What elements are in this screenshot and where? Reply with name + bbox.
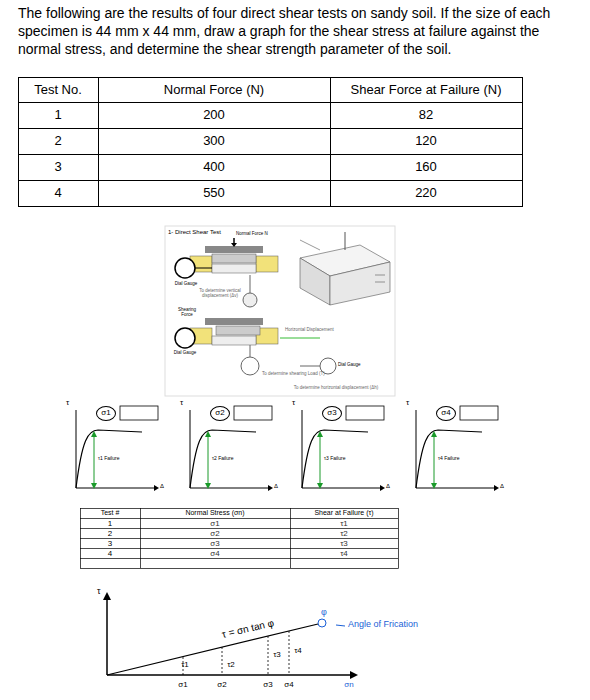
table-header: Test No. bbox=[18, 82, 98, 98]
axis-label: τ bbox=[292, 398, 302, 408]
table-cell: 220 bbox=[330, 185, 522, 201]
problem-statement: The following are the results of four di… bbox=[18, 4, 580, 59]
table-cell: τ2 bbox=[290, 529, 398, 539]
graph-label: Angle of Frication bbox=[348, 619, 438, 630]
table-cell: σ3 bbox=[140, 539, 290, 549]
part-label: Shearing Force bbox=[172, 307, 202, 318]
axis-label: τ1 Failure bbox=[98, 455, 148, 461]
stress-symbol: σ4 bbox=[441, 409, 450, 417]
table-cell: Normal Stress (σn) bbox=[140, 509, 290, 517]
axis-label: τ4 Failure bbox=[438, 455, 488, 461]
part-label: Dial Gauge bbox=[173, 281, 199, 286]
shear-curves bbox=[76, 406, 499, 491]
table-cell: 2 bbox=[80, 529, 140, 539]
part-label: Dial Gauge bbox=[338, 362, 368, 367]
part-label: Horizontal Displacement bbox=[285, 327, 355, 332]
graph-label: τ3 bbox=[270, 650, 284, 660]
shear-box-illustration bbox=[165, 226, 395, 396]
axis-label: Δ bbox=[386, 483, 396, 490]
table-cell: 160 bbox=[330, 159, 522, 175]
stress-symbol: σ1 bbox=[101, 409, 110, 417]
graph-label: τ1 bbox=[178, 660, 192, 670]
table-cell: 300 bbox=[98, 133, 330, 149]
graph-label: σn bbox=[340, 680, 358, 690]
axis-label: τ bbox=[406, 398, 416, 408]
stress-circle: σ3 bbox=[322, 406, 342, 421]
table-cell: Test # bbox=[80, 509, 140, 517]
table-cell: 120 bbox=[330, 133, 522, 149]
part-label: To determine horizontal displacement (Δh… bbox=[280, 385, 392, 390]
stress-symbol: σ3 bbox=[327, 409, 336, 417]
graph-label: σ1 bbox=[176, 680, 190, 690]
stress-circle: σ4 bbox=[436, 406, 456, 421]
table-cell: Shear at Failure (τ) bbox=[290, 509, 398, 517]
table-cell: σ1 bbox=[140, 519, 290, 529]
stress-symbol: σ2 bbox=[215, 409, 224, 417]
table-cell: 82 bbox=[330, 107, 522, 123]
table-grid bbox=[18, 77, 523, 207]
graph-label: τ2 bbox=[224, 660, 238, 670]
table-cell: 200 bbox=[98, 107, 330, 123]
part-label: Dial Gauge bbox=[170, 350, 200, 355]
stress-circle: σ2 bbox=[210, 406, 230, 421]
table-cell: τ4 bbox=[290, 549, 398, 559]
axis-label: Δ bbox=[160, 483, 170, 490]
axis-label: τ bbox=[180, 398, 190, 408]
table-cell: τ1 bbox=[290, 519, 398, 529]
stress-circle: σ1 bbox=[96, 406, 116, 421]
graph-label: τ4 bbox=[291, 646, 305, 656]
table-cell: 400 bbox=[98, 159, 330, 175]
graph-label: σ4 bbox=[282, 680, 296, 690]
graph-label: σ2 bbox=[215, 680, 229, 690]
failure-envelope bbox=[103, 592, 358, 679]
table-cell: 3 bbox=[18, 159, 98, 175]
table-cell: 550 bbox=[98, 185, 330, 201]
axis-label: Δ bbox=[274, 483, 284, 490]
axis-label: τ bbox=[66, 398, 76, 408]
table-cell: σ4 bbox=[140, 549, 290, 559]
table-grid bbox=[80, 508, 399, 569]
axis-label: τ3 Failure bbox=[324, 455, 374, 461]
graph-label: τ bbox=[97, 586, 107, 597]
table-cell: 3 bbox=[80, 539, 140, 549]
graph-label: φ bbox=[318, 607, 330, 618]
part-label: Normal Force N bbox=[236, 231, 272, 236]
table-cell: 4 bbox=[18, 185, 98, 201]
axis-label: Δ bbox=[500, 483, 510, 490]
table-cell: 1 bbox=[80, 519, 140, 529]
graph-label: σ3 bbox=[261, 680, 275, 690]
table-cell: σ2 bbox=[140, 529, 290, 539]
part-label: To determine shearing Load (T) bbox=[262, 371, 332, 376]
table-cell: 4 bbox=[80, 549, 140, 559]
table-cell: 2 bbox=[18, 133, 98, 149]
part-label: To determine vertical displacement (Δv) bbox=[196, 288, 244, 299]
table-cell: τ3 bbox=[290, 539, 398, 549]
table-cell: 1 bbox=[18, 107, 98, 123]
table-header: Normal Force (N) bbox=[98, 82, 330, 98]
axis-label: τ2 Failure bbox=[212, 455, 262, 461]
table-header: Shear Force at Failure (N) bbox=[330, 82, 522, 98]
